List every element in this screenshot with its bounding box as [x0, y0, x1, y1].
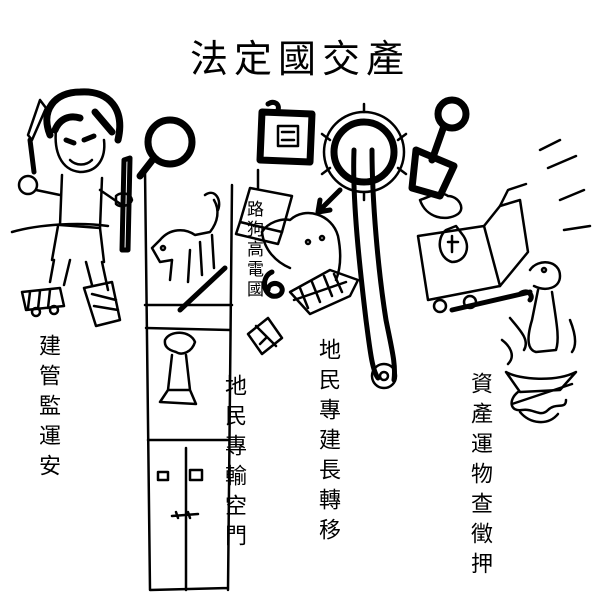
signboard [234, 168, 294, 246]
warrior-figure [10, 88, 134, 328]
ghost-with-crate [260, 211, 360, 316]
pillar-column [143, 168, 234, 592]
cart-icon [416, 182, 534, 314]
small-grid-box [246, 316, 284, 356]
page-title: 法定國交產 [189, 37, 410, 81]
label-column-2b: 地民專輸空門 [221, 374, 246, 554]
framed-box-icon [256, 99, 316, 166]
shovel-icon [408, 96, 470, 200]
wheel-icon [320, 102, 408, 390]
arrow-icon [315, 187, 343, 215]
person-figure [500, 138, 592, 424]
label-column-1: 建管監運安 [35, 334, 60, 484]
label-column-3: 地民專建長轉移 [315, 338, 340, 548]
spiral-mark [262, 269, 285, 299]
label-column-2a: 路狗高電國 [243, 200, 263, 300]
magnifier-icon [136, 116, 196, 180]
label-column-4: 資產運物查徵押 [467, 372, 492, 582]
